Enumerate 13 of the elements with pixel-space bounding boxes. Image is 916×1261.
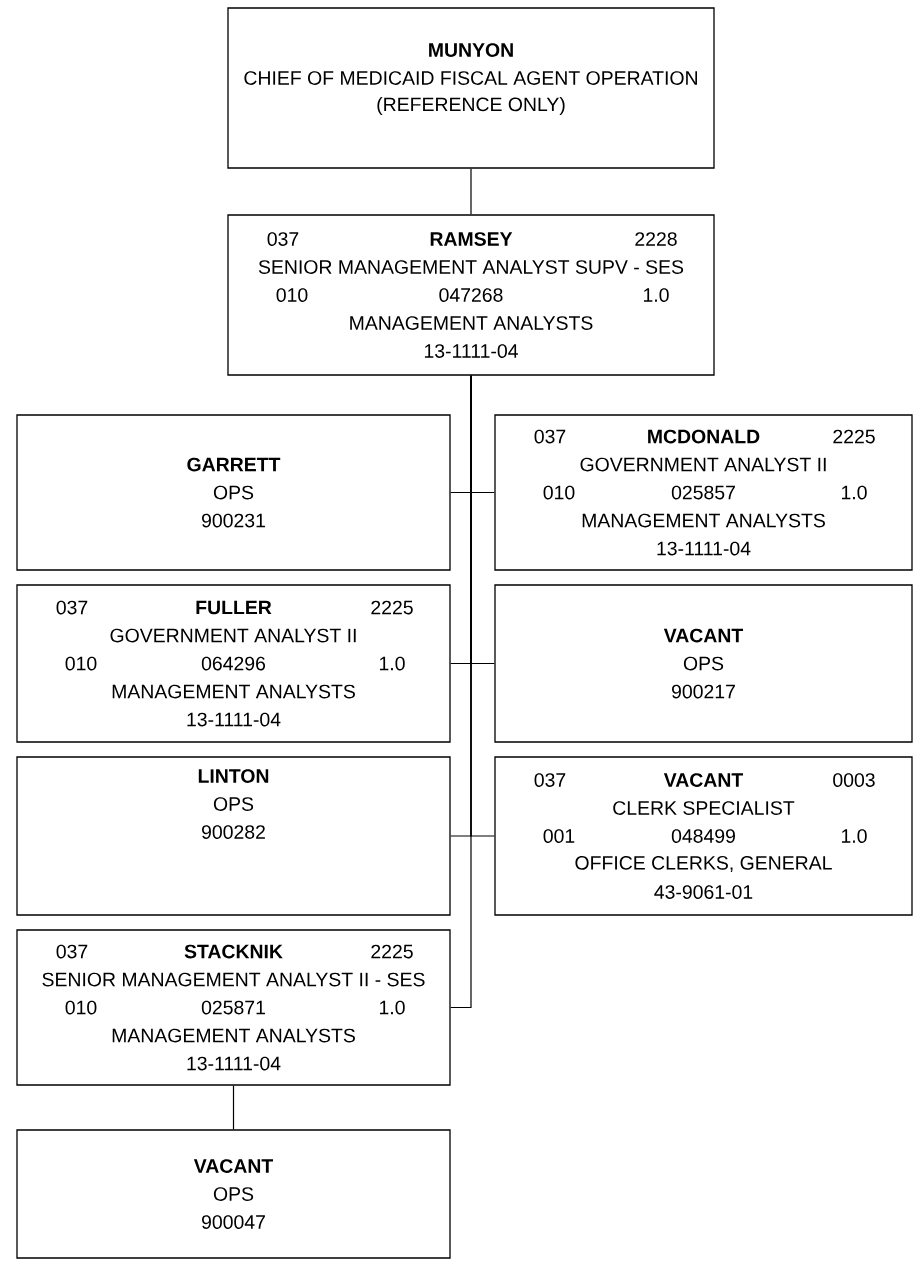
connector-line: [232, 1085, 235, 1130]
position-box: VACANT OPS 900217: [494, 584, 913, 743]
connector-line: [470, 168, 472, 215]
position-box: 037 MCDONALD 2225 GOVERNMENT ANALYST II 010 025857 1.0 MANAGEMENT ANALYSTS 13-1111-04: [494, 414, 913, 571]
position-box: 037 STACKNIK 2225 SENIOR MANAGEMENT ANALYST II - SES 010 025871 1.0 MANAGEMENT ANALYSTS 13-1111-04: [16, 929, 451, 1086]
position-box: 037 RAMSEY 2228 SENIOR MANAGEMENT ANALYST SUPV - SES 010 047268 1.0 MANAGEMENT ANALYSTS 13-1111-04: [227, 214, 715, 376]
position-box: MUNYON CHIEF OF MEDICAID FISCAL AGENT OPERATION (REFERENCE ONLY): [227, 7, 715, 169]
position-box: 037 VACANT 0003 CLERK SPECIALIST 001 048499 1.0 OFFICE CLERKS, GENERAL 43-9061-01: [494, 756, 913, 916]
position-box: 037 FULLER 2225 GOVERNMENT ANALYST II 010 064296 1.0 MANAGEMENT ANALYSTS 13-1111-04: [16, 584, 451, 743]
position-box: LINTON OPS 900282: [16, 756, 451, 916]
position-box: VACANT OPS 900047: [16, 1129, 451, 1259]
position-box: GARRETT OPS 900231: [16, 414, 451, 571]
connector-line: [450, 375, 472, 1009]
